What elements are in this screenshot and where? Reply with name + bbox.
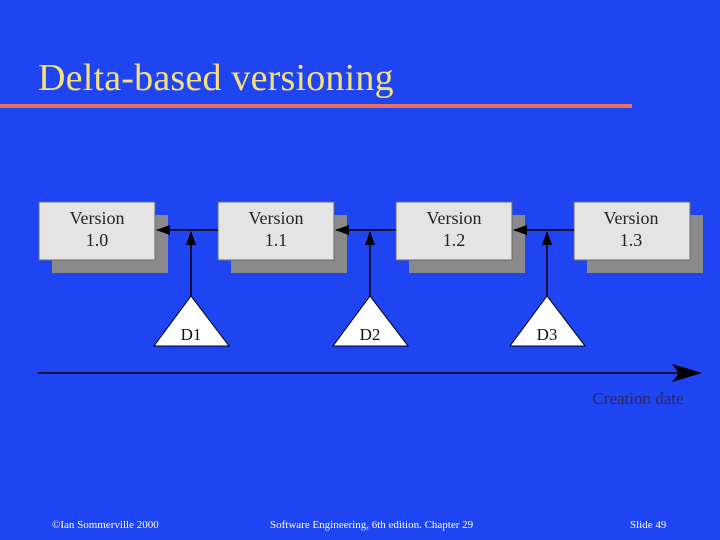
version-box-1-1: Version 1.1 — [217, 201, 347, 273]
footer-book-title: Software Engineering, 6th edition. Chapt… — [270, 519, 474, 531]
timeline-arrowhead — [672, 364, 702, 382]
delta-label: D1 — [181, 325, 202, 344]
version-box-1-3: Version 1.3 — [573, 201, 703, 273]
version-box-label-line2: 1.2 — [443, 230, 466, 250]
footer-copyright: ©Ian Sommerville 2000 — [52, 519, 159, 531]
slide-title: Delta-based versioning — [38, 57, 394, 99]
footer-slide-number: Slide 49 — [630, 519, 667, 531]
version-box-label-line1: Version — [427, 208, 482, 228]
version-box-label-line1: Version — [70, 208, 125, 228]
delta-label: D3 — [537, 325, 558, 344]
timeline-label: Creation date — [592, 389, 683, 408]
version-box-label-line1: Version — [249, 208, 304, 228]
delta-d1: D1 — [153, 295, 231, 347]
delta-label: D2 — [360, 325, 381, 344]
delta-d2: D2 — [332, 295, 410, 347]
delta-d3: D3 — [509, 295, 587, 347]
version-box-label-line1: Version — [604, 208, 659, 228]
version-box-1-0: Version 1.0 — [38, 201, 168, 273]
version-box-label-line2: 1.1 — [265, 230, 288, 250]
version-box-label-line2: 1.0 — [86, 230, 109, 250]
version-box-1-2: Version 1.2 — [395, 201, 525, 273]
version-box-label-line2: 1.3 — [620, 230, 643, 250]
title-underline — [0, 104, 632, 108]
